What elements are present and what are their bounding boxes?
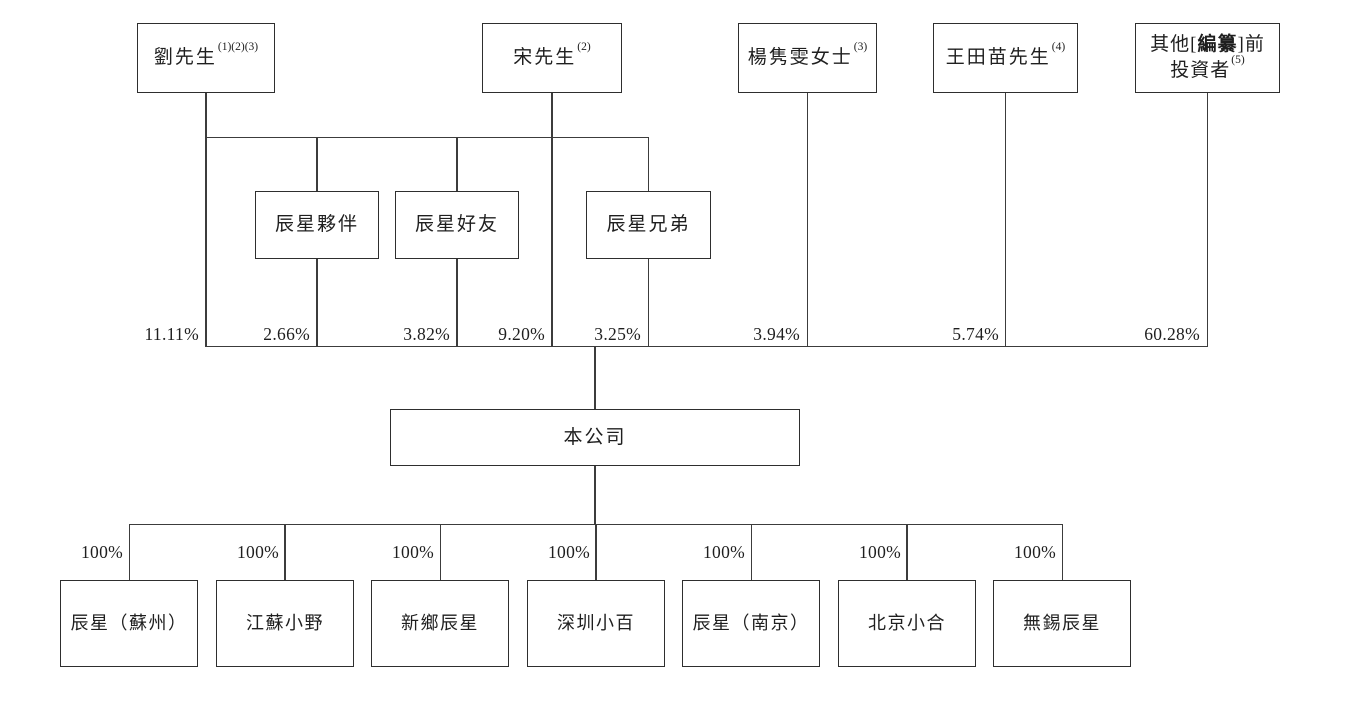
node-label: 辰星夥伴 [274,214,359,236]
footnote-superscript: (4) [1051,40,1066,53]
ownership-label-yang: 3.94% [753,324,800,344]
node-chenxing-huoban: 辰星夥伴 [255,191,379,259]
node-xinxiang-chenxing: 新鄉辰星 [371,580,509,667]
connector-drop-wuxi [1061,524,1063,580]
node-label: 深圳小百 [557,613,635,634]
ownership-label-liu: 11.11% [144,324,199,344]
connector-liu-to-bus [205,93,207,347]
connector-drop-suzhou [128,524,130,580]
node-wuxi-chenxing: 無錫辰星 [993,580,1131,667]
connector-other-to-bus [1206,93,1209,347]
node-label: 辰星（南京） [692,613,810,634]
node-chenxing-suzhou: 辰星（蘇州） [60,580,198,667]
connector-drop-xinxiang [439,524,441,580]
connector-liu-branch [205,137,650,139]
node-label: 江蘇小野 [246,613,324,634]
node-label: 王田苗先生 [945,47,1051,69]
node-label: 辰星好友 [414,214,499,236]
ownership-label-nanjing: 100% [702,542,745,562]
ownership-label-beijing: 100% [858,542,901,562]
ownership-label-wang: 5.74% [952,324,999,344]
node-label-line2: 投資者 [1170,60,1231,81]
ownership-label-song: 9.20% [498,324,545,344]
connector-drop-nanjing [750,524,752,580]
node-label: 北京小合 [868,613,946,634]
redacted-marker: 編纂 [1197,34,1238,56]
node-mr-song: 宋先生(2) [482,23,622,93]
connector-drop-beijing [906,524,908,580]
connector-huoban-to-bus [316,259,318,347]
node-the-company: 本公司 [390,409,800,466]
node-label: 辰星兄弟 [606,214,691,236]
node-label-line1: 其他[編纂]前 [1150,34,1265,56]
footnote-superscript: (3) [853,40,868,53]
connector-bus-to-company [594,347,596,409]
ownership-label-jiangsu: 100% [236,542,279,562]
footnote-superscript: (1)(2)(3) [217,40,259,53]
connector-drop-shenzhen [595,524,597,580]
connector-ownership-bus [205,346,1208,348]
node-label: 本公司 [563,426,627,448]
ownership-label-haoyou: 3.82% [403,324,450,344]
connector-company-down [594,466,596,525]
node-beijing-xiaohe: 北京小合 [838,580,976,667]
node-label: 無錫辰星 [1023,613,1101,634]
node-label: 辰星（蘇州） [70,613,188,634]
node-label: 楊隽雯女士 [747,47,853,69]
node-chenxing-nanjing: 辰星（南京） [682,580,820,667]
ownership-label-other: 60.28% [1144,324,1200,344]
ownership-label-suzhou: 100% [80,542,123,562]
ownership-label-xiongdi: 3.25% [594,324,641,344]
connector-branch-to-huoban [316,137,318,191]
ownership-label-wuxi: 100% [1013,542,1056,562]
connector-haoyou-to-bus [456,259,458,347]
node-label: 新鄉辰星 [401,613,479,634]
node-chenxing-xiongdi: 辰星兄弟 [586,191,711,259]
node-label: 劉先生 [153,47,217,69]
connector-wang-to-bus [1004,93,1007,347]
ownership-label-huoban: 2.66% [263,324,310,344]
node-chenxing-haoyou: 辰星好友 [395,191,519,259]
node-other-pre-investors: 其他[編纂]前 投資者(5) [1135,23,1280,93]
node-label: 宋先生 [513,47,577,69]
node-mr-liu: 劉先生(1)(2)(3) [137,23,275,93]
connector-branch-to-xiongdi [648,137,650,191]
connector-drop-jiangsu [284,524,286,580]
node-shenzhen-xiaobai: 深圳小百 [527,580,665,667]
ownership-label-shenzhen: 100% [547,542,590,562]
connector-xiongdi-to-bus [648,259,650,347]
ownership-label-xinxiang: 100% [391,542,434,562]
node-mr-wang-tianmiao: 王田苗先生(4) [933,23,1078,93]
connector-song-to-bus [551,93,553,347]
footnote-superscript: (2) [577,40,591,53]
connector-yang-to-bus [806,93,809,347]
node-ms-yang-junwen: 楊隽雯女士(3) [738,23,877,93]
connector-branch-to-haoyou [456,137,458,191]
footnote-superscript: (5) [1231,53,1245,66]
node-jiangsu-xiaoye: 江蘇小野 [216,580,354,667]
